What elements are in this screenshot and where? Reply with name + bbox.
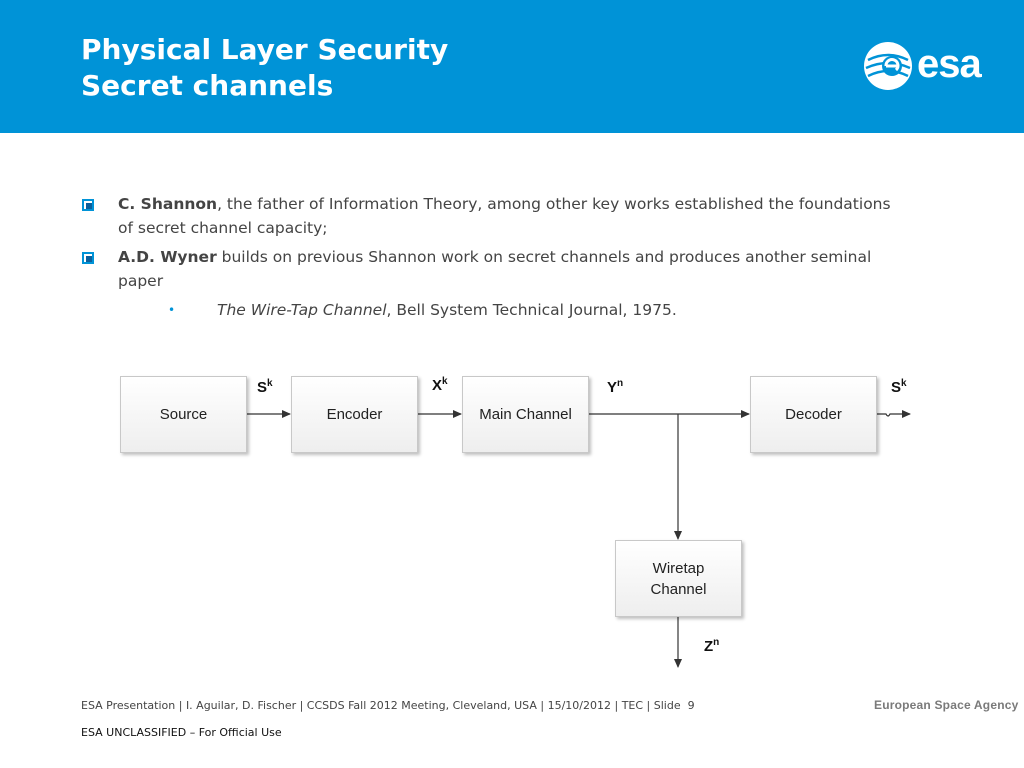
bullet-shannon: C. Shannon, the father of Information Th…: [80, 192, 900, 240]
wiretap-label-line2: Channel: [650, 580, 707, 598]
title-line-2: Secret channels: [81, 69, 334, 102]
agency-name: European Space Agency: [874, 698, 1019, 712]
source-label: Source: [159, 406, 208, 423]
footer-line: ESA Presentation | I. Aguilar, D. Fische…: [81, 699, 695, 712]
header-bar: Physical Layer Security Secret channels …: [0, 0, 1024, 133]
dot-bullet-icon: •: [168, 303, 176, 317]
bullet-list: C. Shannon, the father of Information Th…: [80, 192, 900, 322]
source-node: Source: [120, 376, 247, 453]
edge-decoder-output: [876, 410, 911, 418]
label-sk-input-base: S: [257, 379, 268, 396]
decoder-label: Decoder: [785, 406, 842, 423]
bullet-wyner: A.D. Wyner builds on previous Shannon wo…: [80, 245, 900, 293]
title-line-1: Physical Layer Security: [81, 33, 449, 66]
footer-text: ESA Presentation | I. Aguilar, D. Fische…: [81, 699, 681, 712]
label-sk-input-sup: k: [267, 378, 273, 389]
classification-text: ESA UNCLASSIFIED – For Official Use: [81, 726, 282, 739]
slide-title: Physical Layer Security Secret channels: [81, 32, 448, 104]
wiretap-channel-node: Wiretap Channel: [615, 540, 742, 617]
label-zn-sup: n: [713, 637, 720, 648]
main-channel-node: Main Channel: [462, 376, 589, 453]
label-yn-sup: n: [617, 378, 624, 389]
slide-number: 9: [687, 699, 695, 712]
label-yn: Yn: [607, 378, 623, 396]
esa-logo: esa: [862, 40, 1002, 94]
label-sk-input: Sk: [257, 378, 273, 396]
label-yn-base: Y: [607, 379, 618, 396]
encoder-label: Encoder: [326, 406, 383, 423]
esa-logo-text: esa: [917, 42, 982, 86]
label-zn-base: Z: [704, 638, 714, 655]
label-zn: Zn: [704, 637, 719, 655]
bullet-wyner-text: builds on previous Shannon work on secre…: [118, 248, 872, 290]
label-xk-sup: k: [442, 376, 448, 387]
bullet-shannon-bold: C. Shannon: [118, 195, 218, 213]
label-sk-output-sup: k: [901, 378, 907, 389]
sub-bullet-wiretap-paper: • The Wire-Tap Channel, Bell System Tech…: [80, 298, 900, 322]
paper-title: The Wire-Tap Channel: [217, 301, 387, 319]
wiretap-label-line1: Wiretap: [652, 559, 705, 577]
bullet-shannon-text: , the father of Information Theory, amon…: [118, 195, 891, 237]
bullet-wyner-bold: A.D. Wyner: [118, 248, 217, 266]
main-channel-label: Main Channel: [479, 406, 572, 423]
checkbox-bullet-icon: [82, 199, 94, 211]
decoder-node: Decoder: [750, 376, 877, 453]
label-sk-output: Sk: [891, 378, 907, 396]
esa-globe-icon: [864, 42, 912, 90]
encoder-node: Encoder: [291, 376, 418, 453]
label-sk-output-base: S: [891, 379, 902, 396]
checkbox-bullet-icon: [82, 252, 94, 264]
paper-citation: , Bell System Technical Journal, 1975.: [386, 301, 677, 319]
label-xk-base: X: [432, 377, 443, 394]
label-xk: Xk: [432, 376, 448, 394]
